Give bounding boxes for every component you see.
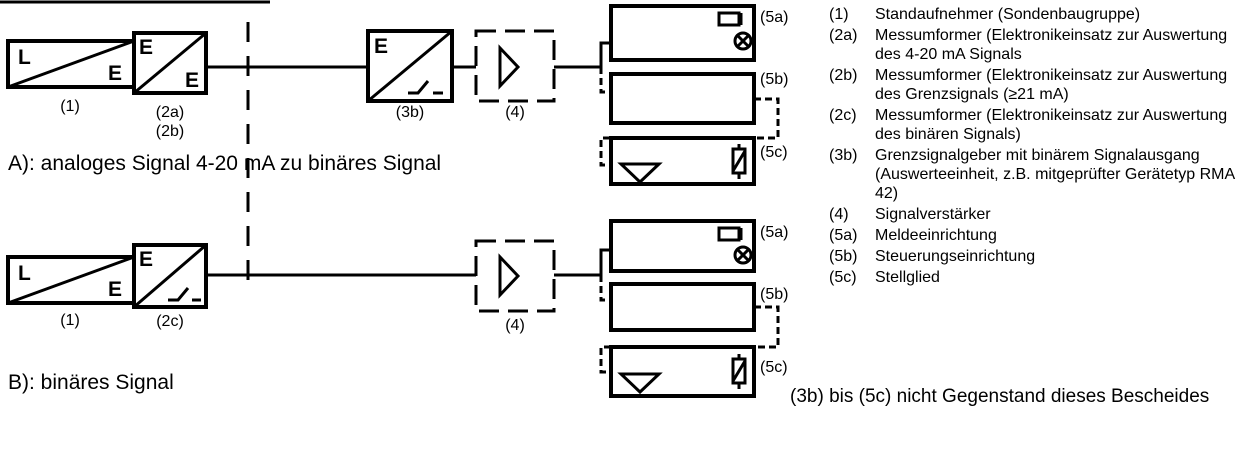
control-device-b [609,282,756,332]
transducer-diagonal-a [133,31,207,95]
actuator-box-a [609,136,756,186]
legend-text: Messumformer (Elektronikeinsatz zur Ausw… [875,107,1228,143]
switch-symbol-a [408,80,430,95]
legend-text: Messumformer (Elektronikeinsatz zur Ausw… [875,27,1228,63]
caption-amplifier-b: (4) [505,317,525,334]
transducer-block-a: E E [132,31,208,95]
legend-text: Steuerungseinrichtung [875,248,1036,265]
section-b-title: B): binäres Signal [8,371,174,394]
legend-key: (2c) [829,107,857,124]
legend-list: (1) Standaufnehmer (Sondenbaugruppe) (2a) M… [829,5,1249,287]
caption-amplifier-a: (4) [505,104,525,121]
sensor-letter-e-a: E [108,62,122,85]
sensor-letter-l-b: L [18,262,31,285]
amplifier-block-a [474,29,556,103]
legend-item: (3b) Grenzsignalgeber mit binärem Signala… [829,146,1249,203]
legend: (1) Standaufnehmer (Sondenbaugruppe) (2a) M… [829,5,1249,289]
legend-text: Grenzsignalgeber mit binärem Signalausga… [875,147,1235,202]
legend-text: Messumformer (Elektronikeinsatz zur Ausw… [875,67,1228,103]
label-5c-b: (5c) [760,359,788,376]
label-5c-a: (5c) [760,144,788,161]
link-control-actuator-b [599,305,780,374]
legend-item: (5b) Steuerungseinrichtung [829,247,1249,266]
signal-device-box-a [609,4,756,62]
amplifier-triangle-icon-a [498,44,521,90]
valve-icon-b [617,372,663,395]
caption-limit-signal: (3b) [396,104,424,121]
transducer-block-b: E [132,243,208,309]
amplifier-box-a [474,29,556,103]
legend-key: (4) [829,206,849,223]
actuator-b [609,345,756,398]
transducer-diagonal-b [133,243,207,309]
sensor-block-b: L E [6,255,136,305]
legend-key: (5a) [829,227,858,244]
sensor-diagonal-b [7,255,135,305]
label-5b-a: (5b) [760,71,788,88]
caption-transducer-a-2: (2b) [156,123,184,140]
legend-item: (2a) Messumformer (Elektronikeinsatz zur … [829,26,1249,64]
sensor-letter-l-a: L [18,46,31,69]
footnote: (3b) bis (5c) nicht Gegenstand dieses Be… [790,386,1210,407]
legend-key: (3b) [829,147,858,164]
sensor-diagonal-a [7,39,135,89]
legend-text: Stellglied [875,269,940,286]
lamp-icon-b [733,245,753,265]
transducer-letter-e-top-a: E [139,36,153,59]
section-a-title: A): analoges Signal 4-20 mA zu binäres S… [8,152,441,175]
legend-item: (5a) Meldeeinrichtung [829,226,1249,245]
signal-device-b [609,219,756,273]
horn-icon-b [717,226,741,242]
limit-signal-block: E [366,29,454,103]
legend-item: (2c) Messumformer (Elektronikeinsatz zur … [829,106,1249,144]
section-b: L E (1) E (2c) (4) [6,219,788,398]
legend-key: (1) [829,6,849,23]
transducer-letter-e-b: E [139,248,153,271]
signal-device-a [609,4,756,62]
label-5b-b: (5b) [760,286,788,303]
amplifier-block-b [474,239,556,313]
sensor-letter-e-b: E [108,278,122,301]
label-5a-a: (5a) [760,9,788,26]
lamp-icon-a [733,31,753,51]
limit-signal-diagonal [367,29,453,103]
caption-sensor-a: (1) [60,98,80,115]
actuator-a [609,136,756,186]
switch-symbol-b [168,287,190,302]
legend-key: (5c) [829,269,857,286]
legend-text: Signalverstärker [875,206,991,223]
caption-transducer-b: (2c) [156,313,184,330]
wiring-diagram: L E (1) E E (2a) (2b) E (3b) ( [0,0,788,398]
legend-key: (2b) [829,67,858,84]
horn-icon-a [717,11,741,27]
valve-icon-a [617,162,663,185]
label-5a-b: (5a) [760,224,788,241]
transducer-letter-e-bottom-a: E [185,69,199,92]
legend-key: (2a) [829,27,858,44]
legend-key: (5b) [829,248,858,265]
caption-sensor-b: (1) [60,312,80,329]
amplifier-box-b [474,239,556,313]
limit-signal-letter-e: E [374,35,388,58]
caption-transducer-a-1: (2a) [156,104,184,121]
section-a: L E (1) E E (2a) (2b) E (3b) ( [6,4,788,186]
legend-item: (1) Standaufnehmer (Sondenbaugruppe) [829,5,1249,24]
legend-text: Standaufnehmer (Sondenbaugruppe) [875,6,1141,23]
legend-item: (5c) Stellglied [829,268,1249,287]
legend-item: (2b) Messumformer (Elektronikeinsatz zur … [829,66,1249,104]
legend-text: Meldeeinrichtung [875,227,997,244]
amplifier-triangle-icon-b [498,253,521,299]
legend-item: (4) Signalverstärker [829,205,1249,224]
control-device-a [609,72,756,125]
link-control-actuator-a [599,97,780,167]
sensor-block-a: L E [6,39,136,89]
